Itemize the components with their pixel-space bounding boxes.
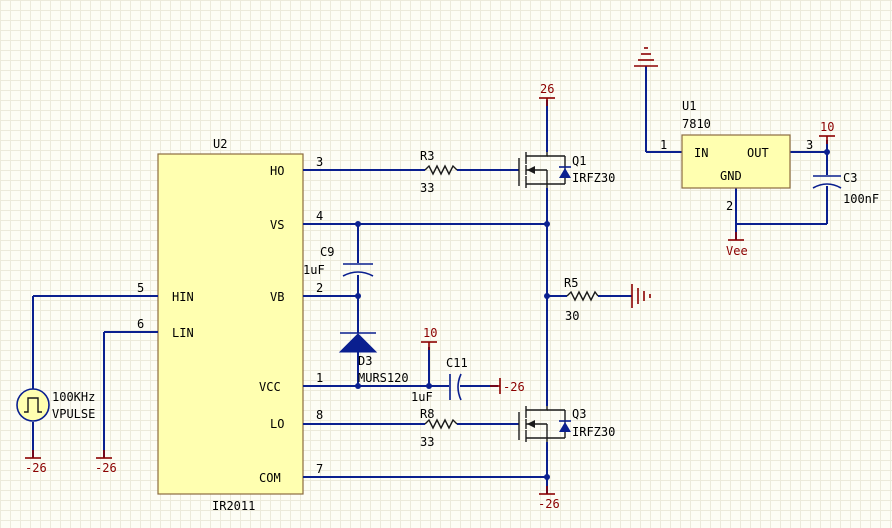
q3-body-arrow <box>527 420 535 428</box>
ground-icon-u1-in <box>634 47 658 67</box>
u2-pin-lo-num: 8 <box>316 408 323 422</box>
u1-pin-out-num: 3 <box>806 138 813 152</box>
diode-d3-triangle <box>338 333 378 353</box>
power-q3-bottom-label: -26 <box>538 497 560 511</box>
u2-pin-lin-name: LIN <box>172 326 194 340</box>
power-lin-neg-label: -26 <box>95 461 117 475</box>
junction-dot <box>544 293 550 299</box>
junction-dot <box>544 221 550 227</box>
d3-part: MURS120 <box>358 371 409 385</box>
resistor-r8[interactable]: R8 33 <box>420 407 458 449</box>
c3-designator: C3 <box>843 171 857 185</box>
u2-pin-vb-num: 2 <box>316 281 323 295</box>
pulse-source-vpulse[interactable]: 100KHz VPULSE <box>16 388 95 422</box>
q3-body-diode <box>559 422 571 432</box>
c3-value: 100nF <box>843 192 879 206</box>
r3-value: 33 <box>420 181 434 195</box>
r5-designator: R5 <box>564 276 578 290</box>
u1-designator: U1 <box>682 99 696 113</box>
power-port-vee: Vee <box>726 232 748 258</box>
mosfet-q1[interactable]: Q1 IRFZ30 <box>518 152 615 188</box>
power-c11-neg-label: -26 <box>503 380 525 394</box>
power-u1-gnd-label: Vee <box>726 244 748 258</box>
wire-net <box>32 66 828 494</box>
source-part: VPULSE <box>52 407 95 421</box>
junction-dot <box>824 149 830 155</box>
junction-dot <box>544 474 550 480</box>
power-u1-out-label: 10 <box>820 120 834 134</box>
c9-value: 1uF <box>303 263 325 277</box>
diode-d3[interactable]: D3 MURS120 <box>338 332 409 385</box>
q1-designator: Q1 <box>572 154 586 168</box>
u2-pin-com-num: 7 <box>316 462 323 476</box>
power-c11-vcc-label: 10 <box>423 326 437 340</box>
u1-pin-in-name: IN <box>694 146 708 160</box>
u2-pin-lin-num: 6 <box>137 317 144 331</box>
power-port-source-neg26: -26 <box>25 450 47 475</box>
resistor-r5[interactable]: R5 30 <box>564 276 599 323</box>
mosfet-q3[interactable]: Q3 IRFZ30 <box>518 406 615 442</box>
u2-pin-vcc-num: 1 <box>316 371 323 385</box>
source-frequency: 100KHz <box>52 390 95 404</box>
u1-part: 7810 <box>682 117 711 131</box>
u1-7810[interactable]: U1 7810 IN OUT GND 1 3 2 <box>660 99 813 213</box>
u2-pin-vcc-name: VCC <box>259 380 281 394</box>
c9-designator: C9 <box>320 245 334 259</box>
u1-pin-gnd-name: GND <box>720 169 742 183</box>
resistor-r3[interactable]: R3 33 <box>420 149 458 195</box>
d3-designator: D3 <box>358 354 372 368</box>
u2-pin-vs-name: VS <box>270 218 284 232</box>
power-q1-top-label: 26 <box>540 82 554 96</box>
capacitor-c9[interactable]: C9 1uF <box>303 245 374 277</box>
u2-pin-vs-num: 4 <box>316 209 323 223</box>
u2-ir2011[interactable]: U2 IR2011 HO VS VB HIN LIN VCC LO COM 3 … <box>137 137 323 513</box>
u2-pin-ho-name: HO <box>270 164 284 178</box>
junction-dot <box>355 293 361 299</box>
capacitor-c11[interactable]: C11 1uF <box>411 356 468 404</box>
u2-designator: U2 <box>213 137 227 151</box>
r8-value: 33 <box>420 435 434 449</box>
u1-pin-gnd-num: 2 <box>726 199 733 213</box>
power-port-lin-neg26: -26 <box>95 450 117 475</box>
junction-dot <box>426 383 432 389</box>
q1-part: IRFZ30 <box>572 171 615 185</box>
u1-pin-out-name: OUT <box>747 146 769 160</box>
r5-value: 30 <box>565 309 579 323</box>
r8-designator: R8 <box>420 407 434 421</box>
power-port-c11-neg26: -26 <box>490 378 525 394</box>
power-port-q1-26: 26 <box>539 82 555 106</box>
u2-pin-vb-name: VB <box>270 290 284 304</box>
q1-body-diode <box>559 168 571 178</box>
power-port-c11-10: 10 <box>421 326 437 350</box>
power-port-q3-neg26: -26 <box>538 486 560 511</box>
power-port-u1-out-10: 10 <box>819 120 835 144</box>
capacitor-c3[interactable]: C3 100nF <box>812 171 879 206</box>
r3-designator: R3 <box>420 149 434 163</box>
q3-part: IRFZ30 <box>572 425 615 439</box>
u2-pin-hin-name: HIN <box>172 290 194 304</box>
power-source-neg-label: -26 <box>25 461 47 475</box>
ground-icon-r5 <box>631 284 651 308</box>
junction-dot <box>355 221 361 227</box>
u2-pin-lo-name: LO <box>270 417 284 431</box>
u2-pin-com-name: COM <box>259 471 281 485</box>
c11-designator: C11 <box>446 356 468 370</box>
junction-dots <box>355 149 830 480</box>
u1-pin-in-num: 1 <box>660 138 667 152</box>
c11-value: 1uF <box>411 390 433 404</box>
u2-part: IR2011 <box>212 499 255 513</box>
q1-body-arrow <box>527 166 535 174</box>
u2-pin-ho-num: 3 <box>316 155 323 169</box>
q3-designator: Q3 <box>572 407 586 421</box>
junction-dot <box>355 383 361 389</box>
u2-pin-hin-num: 5 <box>137 281 144 295</box>
